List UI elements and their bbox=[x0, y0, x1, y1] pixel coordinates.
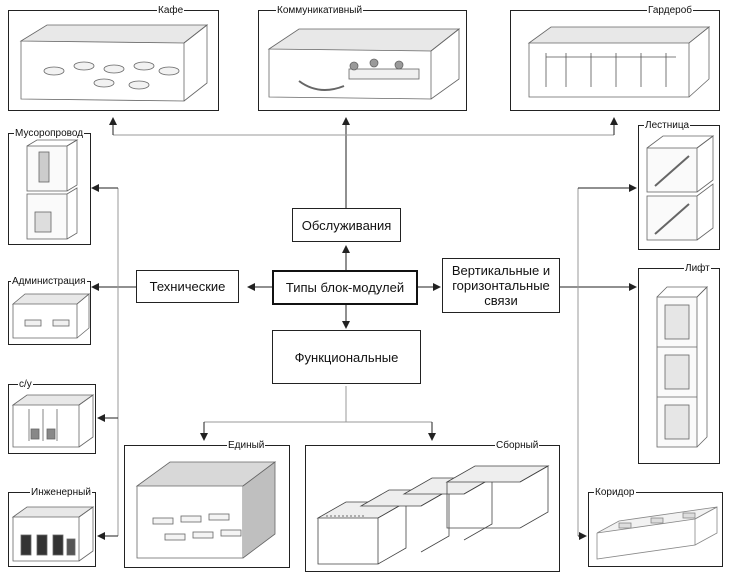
vertical-horizontal-box: Вертикальные и горизонтальные связи bbox=[442, 258, 560, 313]
wardrobe-label: Гардероб bbox=[647, 5, 693, 16]
corridor-label: Коридор bbox=[594, 487, 636, 498]
elevator-panel bbox=[638, 268, 720, 464]
service-box: Обслуживания bbox=[292, 208, 401, 242]
technical-label: Технические bbox=[149, 279, 226, 294]
restroom-panel bbox=[8, 384, 96, 454]
communicative-panel bbox=[258, 10, 467, 111]
assembled-illustration bbox=[316, 465, 550, 565]
cafe-label: Кафе bbox=[157, 5, 185, 16]
garbage-chute-panel bbox=[8, 133, 91, 245]
service-label: Обслуживания bbox=[301, 217, 392, 233]
administration-label: Администрация bbox=[11, 276, 87, 287]
main-box: Типы блок-модулей bbox=[272, 270, 418, 305]
single-panel bbox=[124, 445, 290, 568]
communicative-illustration bbox=[267, 28, 461, 100]
engineering-label: Инженерный bbox=[30, 487, 92, 498]
stairs-illustration bbox=[646, 135, 715, 241]
administration-panel bbox=[8, 281, 91, 345]
functional-label: Функциональные bbox=[294, 349, 399, 365]
main-label: Типы блок-модулей bbox=[285, 280, 405, 295]
stairs-panel bbox=[638, 125, 720, 250]
elevator-illustration bbox=[656, 286, 708, 448]
administration-illustration bbox=[11, 293, 91, 339]
wardrobe-illustration bbox=[527, 26, 711, 98]
restroom-illustration bbox=[11, 394, 95, 448]
engineering-panel bbox=[8, 492, 96, 567]
stairs-label: Лестница bbox=[644, 120, 691, 131]
functional-box: Функциональные bbox=[272, 330, 421, 384]
cafe-panel bbox=[8, 10, 219, 111]
corridor-panel bbox=[588, 492, 723, 567]
cafe-illustration bbox=[19, 24, 209, 102]
corridor-illustration bbox=[596, 506, 718, 560]
assembled-panel bbox=[305, 445, 560, 572]
assembled-label: Сборный bbox=[495, 440, 540, 451]
single-illustration bbox=[135, 461, 277, 559]
technical-box: Технические bbox=[136, 270, 239, 303]
wardrobe-panel bbox=[510, 10, 720, 111]
engineering-illustration bbox=[11, 506, 95, 562]
communicative-label: Коммуникативный bbox=[276, 5, 364, 16]
vertical-horizontal-label: Вертикальные и горизонтальные связи bbox=[451, 263, 551, 308]
restroom-label: с/у bbox=[18, 379, 33, 390]
garbage-chute-illustration bbox=[26, 139, 79, 240]
garbage-chute-label: Мусоропровод bbox=[14, 128, 85, 139]
single-label: Единый bbox=[227, 440, 266, 451]
elevator-label: Лифт bbox=[684, 263, 711, 274]
